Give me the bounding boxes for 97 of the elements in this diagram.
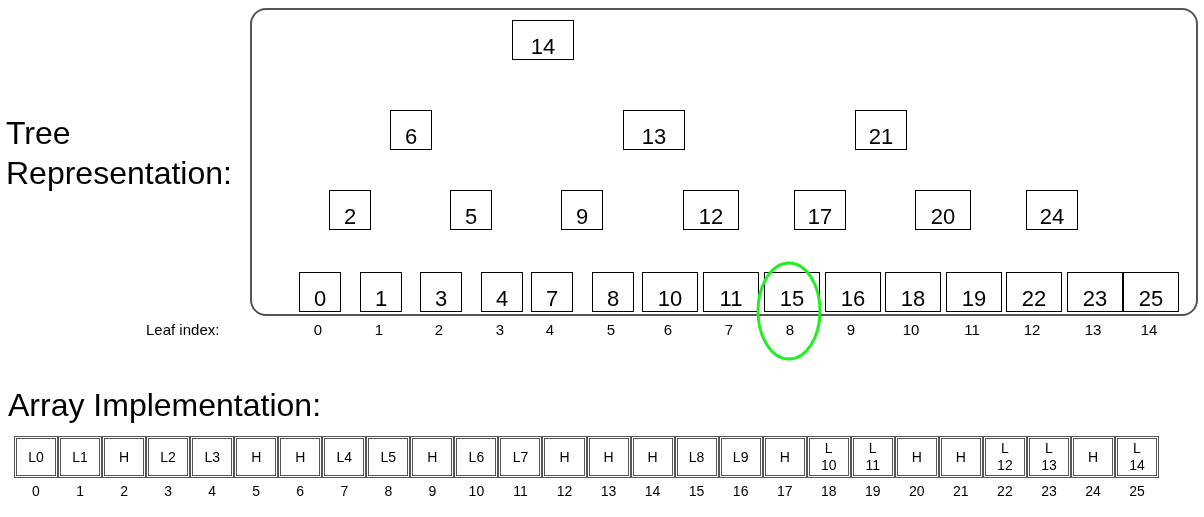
array-index: 3 bbox=[163, 483, 173, 499]
array-cell: L 11 bbox=[850, 436, 895, 478]
array-index: 5 bbox=[251, 483, 262, 499]
tree-node: 10 bbox=[642, 272, 698, 312]
array-cell: H bbox=[938, 436, 983, 478]
leaf-index: 12 bbox=[1022, 321, 1042, 338]
tree-node: 14 bbox=[512, 20, 574, 60]
array-cell: H bbox=[894, 436, 939, 478]
tree-node: 3 bbox=[420, 272, 462, 312]
tree-node: 22 bbox=[1006, 272, 1062, 312]
array-index: 18 bbox=[819, 483, 838, 499]
leaf-index: 9 bbox=[845, 321, 857, 338]
tree-node: 12 bbox=[683, 190, 739, 230]
leaf-index: 10 bbox=[901, 321, 921, 338]
array-index: 11 bbox=[512, 483, 529, 499]
array-cell: H bbox=[630, 436, 675, 478]
leaf-index: 3 bbox=[494, 321, 506, 338]
leaf-index: 1 bbox=[373, 321, 385, 338]
tree-node: 5 bbox=[450, 190, 492, 230]
array-index: 17 bbox=[775, 483, 794, 499]
leaf-index: 11 bbox=[963, 321, 981, 338]
array-cell: L2 bbox=[146, 436, 191, 478]
array-index: 4 bbox=[207, 483, 218, 499]
tree-node: 11 bbox=[703, 272, 759, 312]
array-cell: L 12 bbox=[982, 436, 1027, 478]
array-cell: L 13 bbox=[1026, 436, 1071, 478]
array-index: 19 bbox=[863, 483, 882, 499]
tree-panel bbox=[250, 8, 1198, 316]
leaf-index: 7 bbox=[723, 321, 735, 338]
array-index: 7 bbox=[339, 483, 350, 499]
array-cell: H bbox=[762, 436, 807, 478]
tree-node: 7 bbox=[531, 272, 573, 312]
array-index: 10 bbox=[467, 483, 486, 499]
array-cell: H bbox=[586, 436, 631, 478]
array-cell: L1 bbox=[58, 436, 103, 478]
array-index: 14 bbox=[643, 483, 662, 499]
array-index: 8 bbox=[383, 483, 394, 499]
tree-node: 0 bbox=[299, 272, 341, 312]
tree-node: 19 bbox=[946, 272, 1002, 312]
tree-node: 18 bbox=[885, 272, 941, 312]
array-index: 13 bbox=[599, 483, 618, 499]
leaf-index: 2 bbox=[433, 321, 445, 338]
tree-node: 4 bbox=[481, 272, 523, 312]
row-label: Leaf index: bbox=[146, 321, 220, 338]
tree-node: 21 bbox=[855, 110, 907, 150]
array-index: 25 bbox=[1128, 483, 1146, 499]
tree-node: 17 bbox=[794, 190, 846, 230]
array-cell: L 14 bbox=[1115, 436, 1160, 478]
array-index: 15 bbox=[687, 483, 706, 499]
tree-node: 13 bbox=[623, 110, 685, 150]
tree-node: 15 bbox=[764, 272, 820, 312]
array-index: 24 bbox=[1084, 483, 1102, 499]
leaf-index: 14 bbox=[1139, 321, 1159, 338]
array-cell: L0 bbox=[14, 436, 59, 478]
array-cell: L8 bbox=[674, 436, 719, 478]
leaf-index: 6 bbox=[662, 321, 674, 338]
array-cell: L4 bbox=[322, 436, 367, 478]
array-cell: H bbox=[1070, 436, 1115, 478]
array-cell: H bbox=[102, 436, 147, 478]
tree-node: 24 bbox=[1026, 190, 1078, 230]
array-index: 21 bbox=[952, 483, 970, 499]
tree-node: 23 bbox=[1067, 272, 1123, 312]
array-index: 23 bbox=[1040, 483, 1058, 499]
tree-node: 16 bbox=[825, 272, 881, 312]
array-cell: H bbox=[542, 436, 587, 478]
array-index: 6 bbox=[295, 483, 306, 499]
tree-node: 9 bbox=[561, 190, 603, 230]
tree-node: 2 bbox=[329, 190, 371, 230]
array-cell: H bbox=[234, 436, 279, 478]
array-index: 9 bbox=[427, 483, 438, 499]
array-index: 20 bbox=[908, 483, 926, 499]
tree-node: 8 bbox=[592, 272, 634, 312]
tree-node: 20 bbox=[915, 190, 971, 230]
array-cell: L7 bbox=[498, 436, 543, 478]
array-cell: L9 bbox=[718, 436, 763, 478]
tree-node: 1 bbox=[360, 272, 402, 312]
array-cell: L 10 bbox=[806, 436, 851, 478]
tree-node: 6 bbox=[390, 110, 432, 150]
array-cell: H bbox=[410, 436, 455, 478]
array-index: 2 bbox=[119, 483, 129, 499]
leaf-index: 0 bbox=[312, 321, 324, 338]
leaf-index: 4 bbox=[544, 321, 556, 338]
leaf-index: 5 bbox=[605, 321, 617, 338]
array-index: 12 bbox=[555, 483, 574, 499]
array-index: 22 bbox=[996, 483, 1014, 499]
leaf-index: 13 bbox=[1083, 321, 1103, 338]
tree-node: 25 bbox=[1123, 272, 1179, 312]
array-index: 0 bbox=[31, 483, 41, 499]
leaf-index: 8 bbox=[784, 321, 796, 338]
section-heading: Tree Representation: bbox=[6, 114, 233, 193]
array-index: 1 bbox=[75, 483, 85, 499]
array-cell: L6 bbox=[454, 436, 499, 478]
array-cell: L5 bbox=[366, 436, 411, 478]
section-heading: Array Implementation: bbox=[8, 386, 321, 425]
array-index: 16 bbox=[731, 483, 750, 499]
array-cell: H bbox=[278, 436, 323, 478]
array-cell: L3 bbox=[190, 436, 235, 478]
